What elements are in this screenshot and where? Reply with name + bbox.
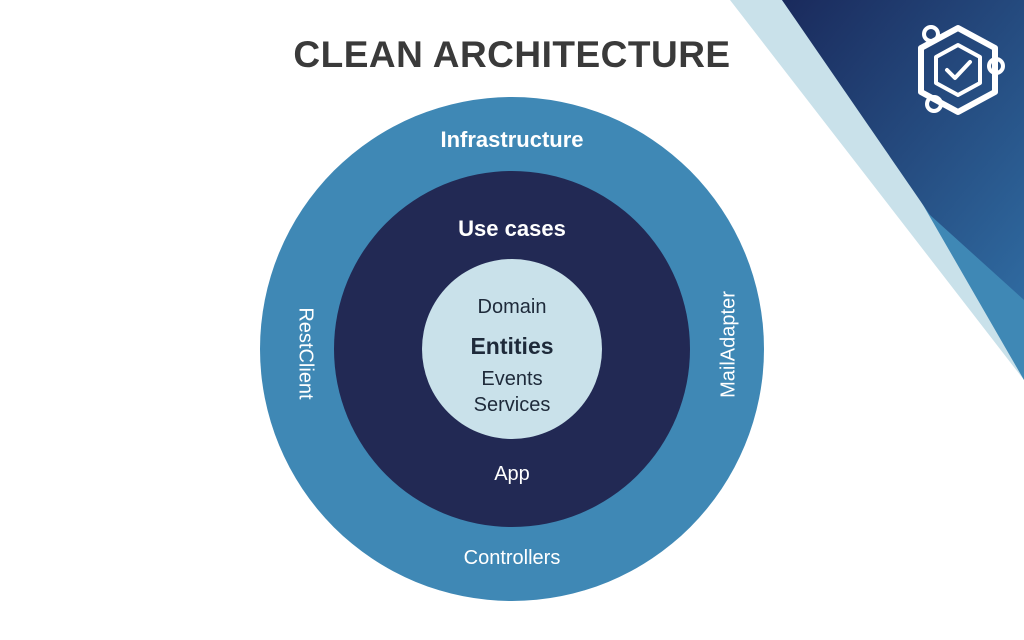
- inner-core: [422, 259, 602, 439]
- entities-label: Entities: [470, 333, 554, 359]
- events-label: Events: [481, 368, 543, 390]
- restclient-label: RestClient: [294, 307, 317, 400]
- page-title: CLEAN ARCHITECTURE: [293, 34, 731, 75]
- use-cases-label: Use cases: [458, 216, 566, 241]
- controllers-label: Controllers: [463, 547, 561, 569]
- app-label: App: [494, 463, 530, 485]
- domain-label: Domain: [477, 296, 547, 318]
- hexagon-checkmark-icon: [918, 25, 1005, 115]
- mailadapter-label: MailAdapter: [717, 291, 740, 398]
- infrastructure-label: Infrastructure: [440, 127, 584, 152]
- services-label: Services: [473, 394, 551, 416]
- corner-dark-band: [782, 0, 1024, 300]
